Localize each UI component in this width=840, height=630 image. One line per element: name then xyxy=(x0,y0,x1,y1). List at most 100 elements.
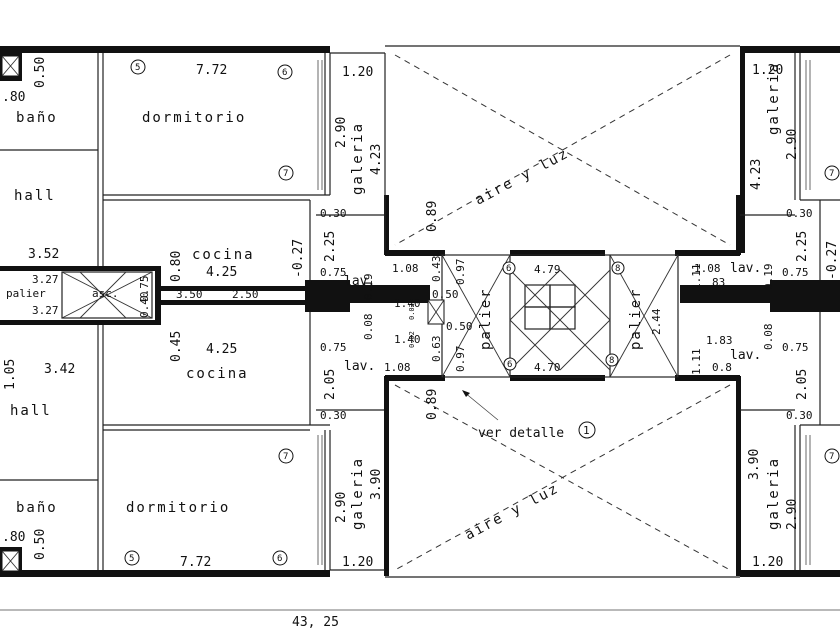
dim-0-02-a: 0.02 xyxy=(408,303,416,320)
dim-3-27-a: 3.27 xyxy=(32,273,59,286)
dim-2-05-a: 2.05 xyxy=(323,369,338,400)
dim-0-45: 0.45 xyxy=(169,331,184,362)
marker-6-mid-b-label: 6 xyxy=(507,360,512,370)
dim-4-79: 4.79 xyxy=(534,263,561,276)
room-dormitorio-top: dormitorio xyxy=(142,110,246,126)
dim-2-90-a: 2.90 xyxy=(334,117,349,148)
room-hall-bottom: hall xyxy=(10,403,52,419)
walls xyxy=(0,46,840,577)
dim-0-63: 0.63 xyxy=(430,336,443,363)
room-cocina-bottom: cocina xyxy=(186,366,249,382)
room-palier-center-right: palier xyxy=(628,287,644,350)
dim-3-50: 3.50 xyxy=(176,288,203,301)
dim-0-30-b: 0.30 xyxy=(320,409,347,422)
dim-3-42: 3.42 xyxy=(44,362,75,377)
detail-marker-number: 1 xyxy=(583,424,590,437)
marker-7-right-bottom xyxy=(824,448,840,464)
dim-3-90-a: 3.90 xyxy=(369,469,384,500)
dim-2-44: 2.44 xyxy=(650,308,663,335)
dim-43-25: 43, 25 xyxy=(292,615,339,630)
dim-1-08-c: 1.08 xyxy=(694,262,721,275)
dim-1-40-b: 1.40 xyxy=(394,333,421,346)
label-lav-4: lav. xyxy=(730,348,761,363)
dim-neg-0-27-b: -0.27 xyxy=(825,241,840,280)
dim-1-20-d: 1.20 xyxy=(752,555,783,570)
dim-0-80: 0.80 xyxy=(169,251,184,282)
dim-0-97-a: 0.97 xyxy=(454,259,467,286)
elevator-shaft xyxy=(61,271,153,319)
dim-0-08-a: 0.08 xyxy=(362,314,375,341)
room-galeria-right-bottom: galeria xyxy=(766,457,782,530)
dim-0-50-bottom: 0.50 xyxy=(33,529,48,560)
dim-0-50-m1: 0.50 xyxy=(432,288,459,301)
dim-080-bottom: .80 xyxy=(2,530,25,545)
stair-core xyxy=(441,254,679,378)
marker-8-mid-b-label: 8 xyxy=(609,356,614,366)
room-bano-top: baño xyxy=(16,110,58,126)
dim-0-75-e: 0.75 xyxy=(138,276,151,303)
room-ascensor: asc. xyxy=(92,287,119,300)
dim-0-89-b: 0.89 xyxy=(425,389,440,420)
galeria-railings xyxy=(317,60,811,565)
dim-1-40-a: 1.40 xyxy=(394,297,421,310)
room-labels: baño baño hall hall dormitorio dormitori… xyxy=(6,62,782,544)
room-galeria-left-top: galeria xyxy=(350,122,366,195)
detail-marker xyxy=(578,421,596,439)
light-well-bottom xyxy=(394,384,731,571)
marker-8-mid-a-label: 8 xyxy=(615,264,620,274)
dim-2-25-b: 2.25 xyxy=(795,231,810,262)
marker-8-mid-a xyxy=(611,261,625,275)
dim-1-20-c: 1.20 xyxy=(752,63,783,78)
marker-7-right-bottom-label: 7 xyxy=(829,452,834,462)
marker-5-top xyxy=(130,59,146,75)
dim-1-83: 1.83 xyxy=(706,334,733,347)
dim-0-50-m2: 0.50 xyxy=(446,320,473,333)
dim-0-02-b: 0.02 xyxy=(408,331,416,348)
marker-5-bottom-label: 5 xyxy=(129,554,134,564)
detail-arrow xyxy=(462,390,499,421)
marker-6-top xyxy=(277,64,293,80)
room-palier-center-left: palier xyxy=(478,287,494,350)
dim-2-90-b: 2.90 xyxy=(334,492,349,523)
dim-1-08-a: 1.08 xyxy=(392,262,419,275)
marker-6-mid-a xyxy=(502,261,516,275)
dim-0-75-d: 0.75 xyxy=(782,341,809,354)
dim-4-25-a: 4.25 xyxy=(206,265,237,280)
marker-6-mid-a-label: 6 xyxy=(506,264,511,274)
room-palier-left: palier xyxy=(6,287,46,300)
dim-3-90-b: 3.90 xyxy=(747,449,762,480)
dim-7-72-bottom: 7.72 xyxy=(180,555,211,570)
label-lav-2: lav. xyxy=(344,359,375,374)
room-cocina-top: cocina xyxy=(192,247,255,263)
dim-4-70: 4.70 xyxy=(534,361,561,374)
dim-0-8: 0.8 xyxy=(712,361,732,374)
dimensions: 7.72 7.72 0.50 0.50 .80 .80 3.52 3.27 3.… xyxy=(2,57,840,630)
dim-0-30-d: 0.30 xyxy=(786,409,813,422)
dim-0-75-b: 0.75 xyxy=(320,341,347,354)
dim-2-90-d: 2.90 xyxy=(785,499,800,530)
label-lav-3: lav. xyxy=(730,261,761,276)
dim-2-25-a: 2.25 xyxy=(323,231,338,262)
dim-080-top: .80 xyxy=(2,90,25,105)
dim-4-25-b: 4.25 xyxy=(206,342,237,357)
dim-0-08-b: 0.08 xyxy=(762,324,775,351)
marker-7-right-top-label: 7 xyxy=(829,169,834,179)
dim-7-72-top: 7.72 xyxy=(196,63,227,78)
room-galeria-left-bottom: galeria xyxy=(350,457,366,530)
dim-0-75-a: 0.75 xyxy=(320,266,347,279)
room-hall-top: hall xyxy=(14,188,56,204)
marker-5-top-label: 5 xyxy=(135,63,140,73)
dim-4-23-a: 4.23 xyxy=(369,144,384,175)
dim-4-23-b: 4.23 xyxy=(749,159,764,190)
dim-2-05-b: 2.05 xyxy=(795,369,810,400)
dim-0-89-a: 0.89 xyxy=(425,201,440,232)
room-dormitorio-bottom: dormitorio xyxy=(126,500,230,516)
dim-1-08-b: 1.08 xyxy=(384,361,411,374)
room-aire-luz-bottom: aire y luz xyxy=(462,480,562,543)
dim-1-11-a: 1.11 xyxy=(690,264,703,291)
marker-6-bottom xyxy=(272,550,288,566)
dim-0-50-top: 0.50 xyxy=(33,57,48,88)
partitions xyxy=(0,45,840,611)
room-bano-bottom: baño xyxy=(16,500,58,516)
